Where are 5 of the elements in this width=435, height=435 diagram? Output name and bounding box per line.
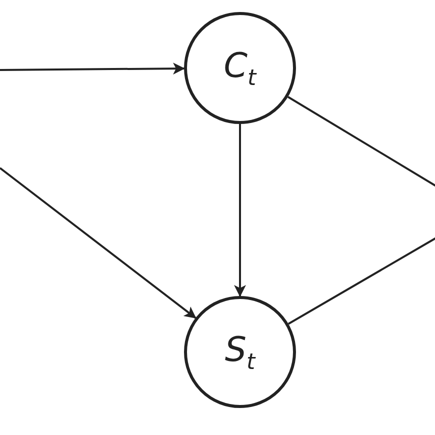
arrow [0, 167, 196, 319]
node-label: S$_{t}$ [224, 330, 256, 374]
arrow [234, 124, 246, 297]
node-label: C$_{t}$ [224, 46, 256, 90]
arrow [0, 62, 185, 75]
